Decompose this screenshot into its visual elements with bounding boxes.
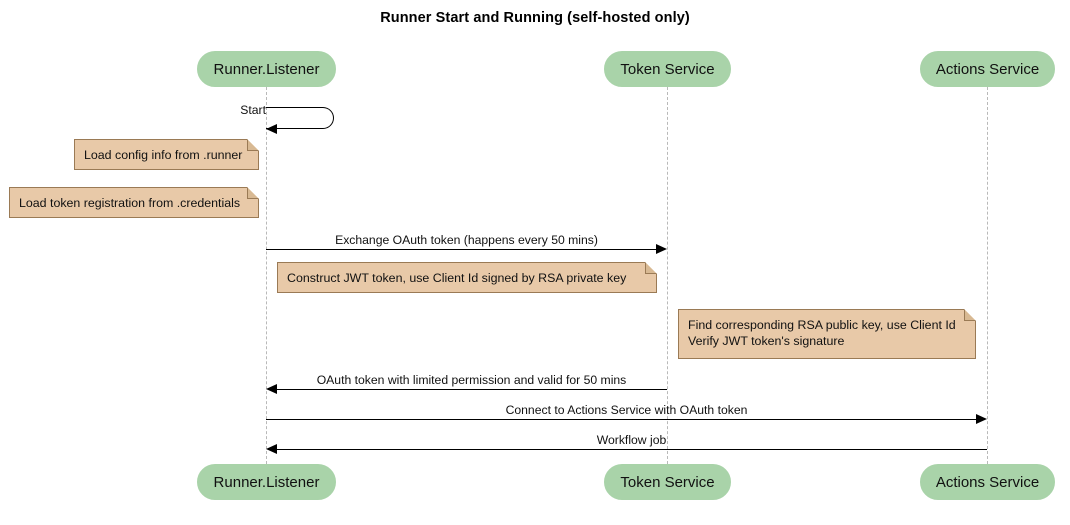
participant-label: Runner.Listener (213, 473, 320, 491)
lifeline-actions (987, 87, 988, 464)
diagram-title: Runner Start and Running (self-hosted on… (380, 10, 690, 26)
lifeline-token (667, 87, 668, 464)
message-line-connect-actions (266, 419, 978, 420)
lifeline-runner (266, 87, 267, 464)
note-verify-jwt: Find corresponding RSA public key, use C… (678, 309, 976, 359)
participant-label: Actions Service (935, 473, 1040, 491)
message-arrowhead-start (266, 124, 277, 134)
participant-header-runner[interactable]: Runner.Listener (197, 51, 336, 87)
message-line-workflow-job (276, 449, 987, 450)
participant-label: Token Service (620, 60, 715, 78)
note-text: Load config info from .runner (84, 147, 243, 162)
note-load-credentials: Load token registration from .credential… (9, 187, 259, 218)
note-load-config: Load config info from .runner (74, 139, 259, 170)
note-text: Load token registration from .credential… (19, 195, 241, 210)
participant-footer-token[interactable]: Token Service (604, 464, 731, 500)
message-arrowhead-exchange-oauth (656, 244, 667, 254)
participant-header-actions[interactable]: Actions Service (920, 51, 1055, 87)
participant-label: Token Service (620, 473, 715, 491)
message-label-exchange-oauth: Exchange OAuth token (happens every 50 m… (335, 233, 598, 247)
message-line-exchange-oauth (266, 249, 658, 250)
message-selfloop-start (266, 107, 334, 129)
message-line-oauth-return (276, 389, 667, 390)
message-label-start: Start (240, 103, 266, 117)
message-label-connect-actions: Connect to Actions Service with OAuth to… (505, 403, 748, 417)
participant-footer-runner[interactable]: Runner.Listener (197, 464, 336, 500)
participant-header-token[interactable]: Token Service (604, 51, 731, 87)
note-construct-jwt: Construct JWT token, use Client Id signe… (277, 262, 657, 293)
message-label-oauth-return: OAuth token with limited permission and … (316, 373, 627, 387)
message-arrowhead-workflow-job (266, 444, 277, 454)
message-arrowhead-oauth-return (266, 384, 277, 394)
message-arrowhead-connect-actions (976, 414, 987, 424)
participant-label: Actions Service (935, 60, 1040, 78)
message-label-workflow-job: Workflow job (596, 433, 667, 447)
note-text: Construct JWT token, use Client Id signe… (287, 270, 627, 285)
participant-footer-actions[interactable]: Actions Service (920, 464, 1055, 500)
note-text: Find corresponding RSA public key, use C… (688, 318, 956, 348)
participant-label: Runner.Listener (213, 60, 320, 78)
